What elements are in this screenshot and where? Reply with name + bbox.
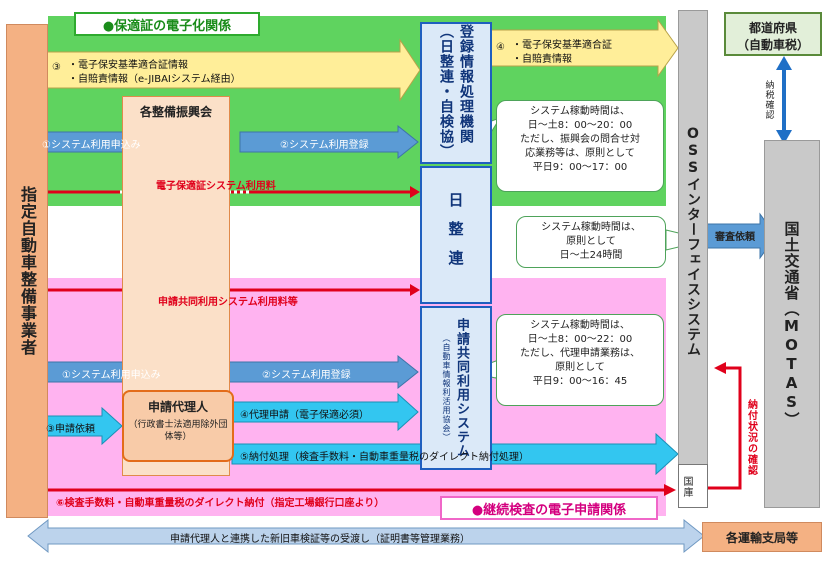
arrow-4-yellow	[487, 18, 679, 78]
g2-label: ②システム利用登録	[280, 140, 369, 151]
left-actor: 指定自動車整備事業者	[6, 24, 48, 518]
arrow-p4	[231, 392, 419, 432]
arrow-g2	[239, 124, 419, 160]
p5-label: ⑤納付処理（検査手数料・自動車重量税のダイレクト納付処理）	[240, 452, 529, 463]
kokko-label: 国庫	[681, 476, 692, 498]
bottom-label: 申請代理人と連携した新旧車検証等の受渡し（証明書等管理業務）	[170, 534, 470, 545]
pink-header: ●継続検査の電子申請関係	[440, 496, 658, 520]
registration-processor: 登録情報処理機関（日整連・自検協）	[420, 22, 492, 164]
dairi-box: 申請代理人 （行政書士法適用除外団体等）	[122, 390, 234, 462]
prefecture-line1: 都道府県	[748, 21, 797, 35]
oss-system: OSSインターフェイスシステム	[678, 10, 708, 472]
bubble-2: システム稼動時間は、原則として日～土24時間	[516, 216, 666, 268]
red1-label: 電子保適証システム利用料	[156, 181, 276, 192]
kokko: 国庫	[678, 464, 708, 508]
dairi-sub: （行政書士法適用除外団体等）	[128, 420, 228, 442]
mlit-motas: 国土交通省（MOTAS）	[764, 140, 820, 508]
p4-label: ④代理申請（電子保適必須）	[240, 410, 369, 421]
nisseiren: 日整連	[420, 166, 492, 304]
red2-label: 申請共同利用システム利用料等	[158, 297, 298, 308]
g1-label: ①システム利用申込み	[42, 140, 141, 151]
arrow-3-yellow	[39, 38, 421, 102]
dairi-title: 申請代理人	[147, 400, 208, 414]
green-header: ●保適証の電子化関係	[74, 12, 260, 36]
a4-line2: ・自賠責情報	[512, 54, 572, 65]
kyodo-title: 申請共同利用システム	[454, 318, 469, 458]
p6-label: ⑥検査手数料・自動車重量税のダイレクト納付（指定工場銀行口座より）	[56, 498, 385, 509]
p2-label: ②システム利用登録	[262, 370, 351, 381]
seibi-label: 各整備振興会	[139, 105, 212, 119]
p3-label: ③申請依頼	[46, 424, 95, 435]
a3-num: ③	[52, 62, 61, 73]
nozei-label: 納税確認	[763, 80, 774, 120]
arrow-p3	[37, 406, 123, 446]
a4-num: ④	[496, 42, 505, 53]
prefecture-box: 都道府県 （自動車税）	[724, 12, 822, 56]
shinsa-label: 審査依頼	[715, 232, 755, 243]
shikyoku-box: 各運輸支局等	[702, 522, 822, 552]
a3-line1: ・電子保安基準適合証情報	[68, 60, 188, 71]
p1-label: ①システム利用申込み	[62, 370, 161, 381]
a4-line1: ・電子保安基準適合証	[512, 40, 612, 51]
a3-line2: ・自賠責情報（e-JIBAIシステム経由）	[68, 74, 241, 85]
kyodo-system: 申請共同利用システム （自動車情報利活用協会）	[420, 306, 492, 470]
kyodo-sub: （自動車情報利活用協会）	[442, 334, 451, 442]
prefecture-line2: （自動車税）	[736, 38, 809, 52]
noufu-label: 納付状況の確認	[745, 398, 757, 476]
arrow-p2	[213, 354, 419, 390]
